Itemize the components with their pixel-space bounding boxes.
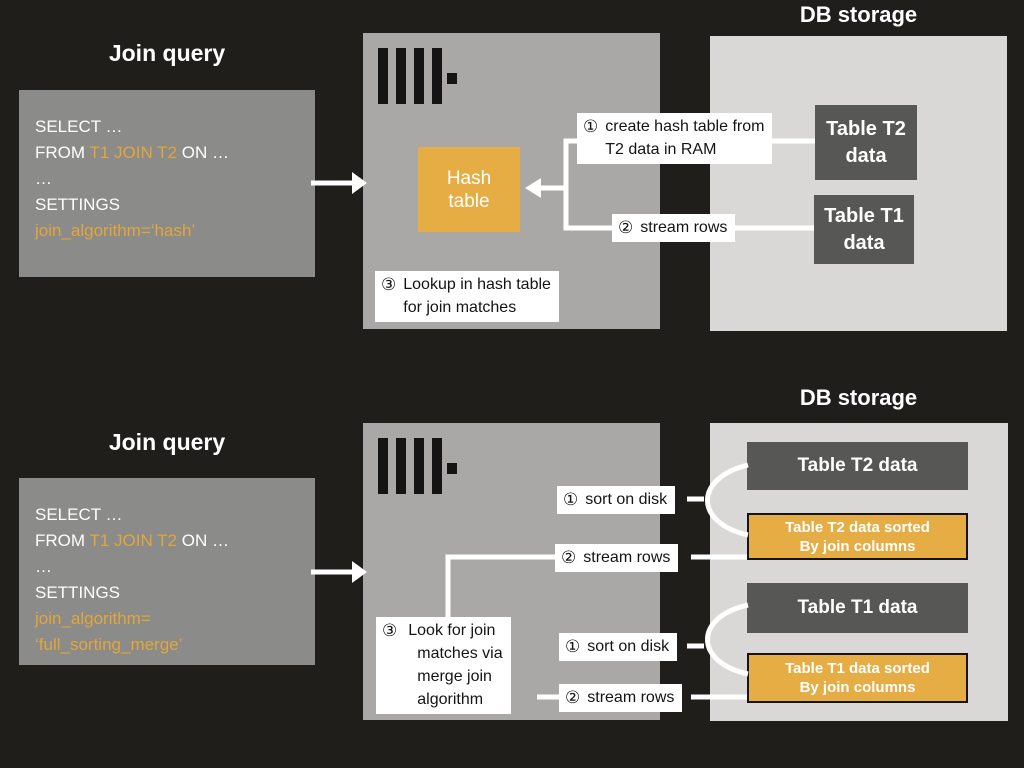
sql-line-algorithm: join_algorithm=‘hash’: [35, 221, 196, 240]
label-step3-merge-join: ③ Look for join matches via merge join a…: [376, 617, 511, 714]
circled-2-icon: ②: [618, 218, 634, 237]
table-t2-data-box-bottom: Table T2 data: [747, 442, 968, 490]
sql-line: SETTINGS: [35, 195, 121, 214]
table-t2-sorted-box: Table T2 data sorted By join columns: [747, 513, 968, 560]
label-stream-rows-t2: ② stream rows: [555, 544, 679, 572]
join-query-title-top: Join query: [108, 40, 226, 66]
bar: [396, 438, 406, 494]
table-t1-sorted-box: Table T1 data sorted By join columns: [747, 653, 968, 703]
server-bars-icon: [378, 438, 457, 494]
db-storage-title-top: DB storage: [799, 2, 918, 27]
bar: [378, 438, 388, 494]
db-storage-title-bottom: DB storage: [799, 385, 918, 410]
sql-line: …: [35, 169, 52, 188]
sql-line: SETTINGS: [35, 583, 121, 602]
bar: [396, 48, 406, 104]
label-stream-rows-t1: ② stream rows: [559, 684, 683, 712]
server-bars-icon: [378, 48, 457, 104]
bar-dot: [447, 73, 457, 84]
db-storage-box-top: [710, 36, 1007, 331]
join-query-box-top: SELECT … FROM T1 JOIN T2 ON … … SETTINGS…: [19, 90, 315, 277]
bar-dot: [447, 463, 457, 474]
sql-line: …: [35, 557, 52, 576]
sql-accent: T1 JOIN T2: [89, 531, 178, 550]
sql-accent: T1 JOIN T2: [89, 143, 178, 162]
bar: [414, 48, 424, 104]
circled-2-icon: ②: [565, 688, 581, 707]
hash-table-box: Hash table: [418, 147, 520, 232]
circled-2-icon: ②: [561, 548, 577, 567]
bar: [378, 48, 388, 104]
label-step3-lookup: ③ Lookup in hash table for join matches: [375, 271, 559, 322]
label-sort-on-disk-t2: ① sort on disk: [557, 486, 676, 514]
circled-3-icon: ③: [381, 275, 397, 294]
join-query-box-bottom: SELECT … FROM T1 JOIN T2 ON … … SETTINGS…: [19, 478, 315, 665]
label-sort-on-disk-t1: ① sort on disk: [559, 633, 678, 661]
circled-1-icon: ①: [565, 637, 581, 656]
table-t2-data-box-top: Table T2 data: [815, 105, 917, 180]
label-step1-create-hash: ① create hash table from T2 data in RAM: [577, 113, 773, 164]
sql-line: SELECT …: [35, 117, 123, 136]
sql-line: SELECT …: [35, 505, 123, 524]
join-query-title-bottom: Join query: [108, 429, 226, 455]
sql-line: FROM T1 JOIN T2 ON …: [35, 531, 229, 550]
sql-line-algorithm: join_algorithm=: [35, 609, 151, 628]
table-t1-data-box-top: Table T1 data: [814, 195, 914, 264]
circled-1-icon: ①: [583, 117, 599, 136]
table-t1-data-box-bottom: Table T1 data: [747, 583, 968, 633]
bar: [414, 438, 424, 494]
bar: [432, 438, 442, 494]
sql-line: FROM T1 JOIN T2 ON …: [35, 143, 229, 162]
circled-3-icon: ③: [382, 621, 398, 640]
sql-line-algorithm-value: ‘full_sorting_merge’: [35, 635, 183, 654]
label-step2-stream-rows: ② stream rows: [612, 214, 736, 242]
bar: [432, 48, 442, 104]
circled-1-icon: ①: [563, 490, 579, 509]
